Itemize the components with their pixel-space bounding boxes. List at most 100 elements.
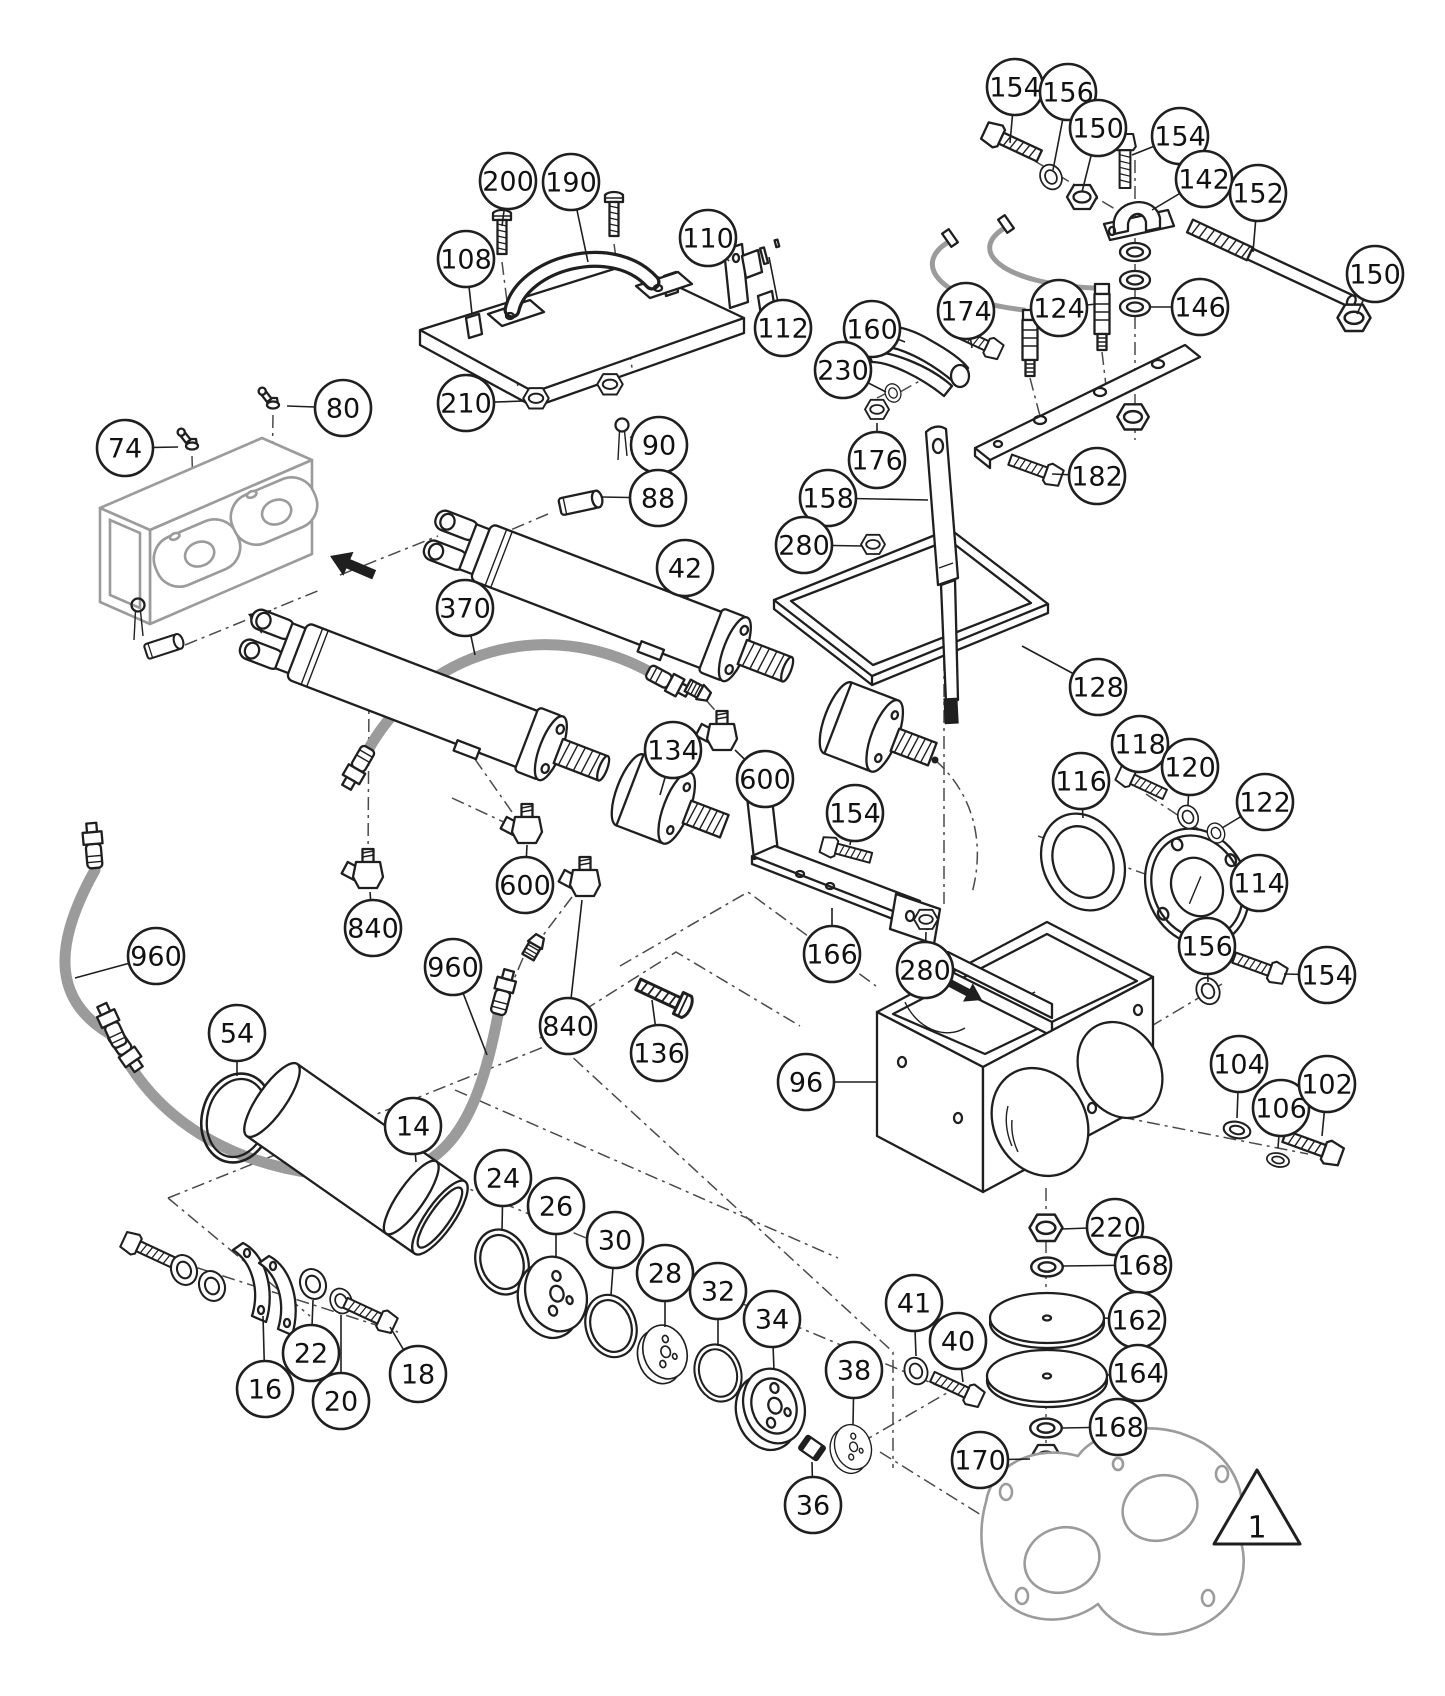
callout-150: 150: [1068, 98, 1128, 193]
svg-text:114: 114: [1233, 869, 1285, 900]
svg-text:162: 162: [1111, 1306, 1163, 1337]
callout-146: 146: [1150, 277, 1230, 337]
callout-80: 80: [286, 378, 373, 438]
callout-54: 54: [207, 1003, 267, 1076]
svg-text:112: 112: [757, 314, 809, 345]
callout-190: 190: [541, 152, 601, 263]
rod-152: [1185, 218, 1357, 309]
svg-text:174: 174: [940, 297, 992, 328]
svg-text:26: 26: [539, 1192, 573, 1223]
svg-text:104: 104: [1213, 1050, 1265, 1081]
callout-154: 154: [1131, 106, 1210, 166]
callout-106: 106: [1251, 1078, 1311, 1149]
callout-116: 116: [1051, 751, 1111, 819]
callout-118: 118: [1110, 714, 1170, 774]
svg-text:840: 840: [347, 914, 399, 945]
callout-40: 40: [928, 1311, 988, 1383]
svg-text:230: 230: [817, 356, 869, 387]
svg-text:34: 34: [755, 1305, 789, 1336]
callout-28: 28: [635, 1243, 695, 1327]
piston-disc-chain: [465, 1221, 987, 1479]
callout-174: 174: [936, 281, 996, 349]
svg-text:38: 38: [837, 1356, 871, 1387]
svg-text:158: 158: [802, 484, 854, 515]
callout-152: 152: [1228, 163, 1288, 253]
elbow-600: [694, 709, 739, 752]
callout-200: 200: [478, 151, 538, 227]
svg-text:36: 36: [796, 1491, 830, 1522]
callout-960: 960: [74, 926, 186, 986]
svg-text:110: 110: [682, 224, 734, 255]
svg-text:960: 960: [427, 953, 479, 984]
nut-280: [913, 908, 939, 930]
washer-120: [1173, 801, 1203, 833]
washer-106: [1264, 1150, 1292, 1170]
nut-150: [1336, 303, 1372, 333]
callout-14: 14: [383, 1096, 443, 1163]
callout-162: 162: [1103, 1290, 1167, 1350]
bolt-182: [1005, 448, 1066, 490]
callout-154: 154: [1283, 945, 1357, 1005]
svg-text:96: 96: [789, 1068, 823, 1099]
callout-158: 158: [798, 468, 929, 528]
bolt-154: [1229, 946, 1290, 988]
washer-156: [1035, 160, 1067, 194]
washer-230: [881, 380, 905, 406]
cotter-pin-90: [614, 417, 630, 462]
svg-text:28: 28: [648, 1259, 682, 1290]
callout-96: 96: [776, 1052, 876, 1112]
callout-18: 18: [388, 1326, 448, 1404]
svg-text:154: 154: [829, 799, 881, 830]
clevis-pin: [142, 631, 187, 661]
callout-280: 280: [895, 931, 955, 1000]
washer-168: [1030, 1256, 1064, 1278]
washer-146: [1118, 296, 1152, 318]
callout-600: 600: [495, 844, 555, 915]
latch-110: [722, 242, 777, 317]
screw-200: [491, 208, 513, 256]
svg-text:120: 120: [1164, 753, 1216, 784]
svg-text:128: 128: [1072, 673, 1124, 704]
svg-text:280: 280: [778, 531, 830, 562]
disc-164: [985, 1348, 1109, 1409]
nut-280: [860, 533, 886, 555]
disc-38: [823, 1419, 879, 1479]
callout-42: 42: [655, 538, 715, 601]
part-reservoir-tube-14: [243, 1061, 469, 1256]
clevis-pin-88: [557, 488, 605, 517]
washer-22: [294, 1264, 332, 1304]
svg-text:124: 124: [1033, 294, 1085, 325]
washer-168: [1029, 1417, 1063, 1439]
washer-146: [1118, 269, 1152, 291]
svg-text:150: 150: [1349, 260, 1401, 291]
svg-text:106: 106: [1255, 1094, 1307, 1125]
svg-text:168: 168: [1092, 1413, 1144, 1444]
svg-text:18: 18: [401, 1360, 435, 1391]
callout-280: 280: [774, 515, 863, 575]
callout-840: 840: [538, 899, 598, 1056]
svg-text:164: 164: [1112, 1359, 1164, 1390]
svg-text:200: 200: [482, 167, 534, 198]
svg-text:16: 16: [248, 1375, 282, 1406]
svg-text:41: 41: [897, 1289, 931, 1320]
callout-210: 210: [436, 373, 525, 433]
svg-text:960: 960: [130, 942, 182, 973]
svg-text:280: 280: [899, 956, 951, 987]
svg-text:42: 42: [668, 554, 702, 585]
svg-text:22: 22: [294, 1339, 328, 1370]
callout-34: 34: [742, 1289, 802, 1371]
disc-28: [629, 1318, 696, 1391]
clamp-plate-16: [257, 1254, 297, 1337]
callout-230: 230: [813, 340, 887, 400]
svg-text:88: 88: [641, 484, 675, 515]
nut-148: [1116, 403, 1150, 431]
svg-text:14: 14: [396, 1112, 430, 1143]
svg-text:370: 370: [439, 594, 491, 625]
part-pump-box-96: [875, 920, 1164, 1194]
svg-text:160: 160: [846, 315, 898, 346]
washer: [193, 1266, 231, 1306]
top-right-hardware: [860, 118, 1372, 555]
callout-840: 840: [343, 891, 403, 958]
part-bar-140: [973, 343, 1202, 470]
callout-20: 20: [311, 1315, 371, 1431]
